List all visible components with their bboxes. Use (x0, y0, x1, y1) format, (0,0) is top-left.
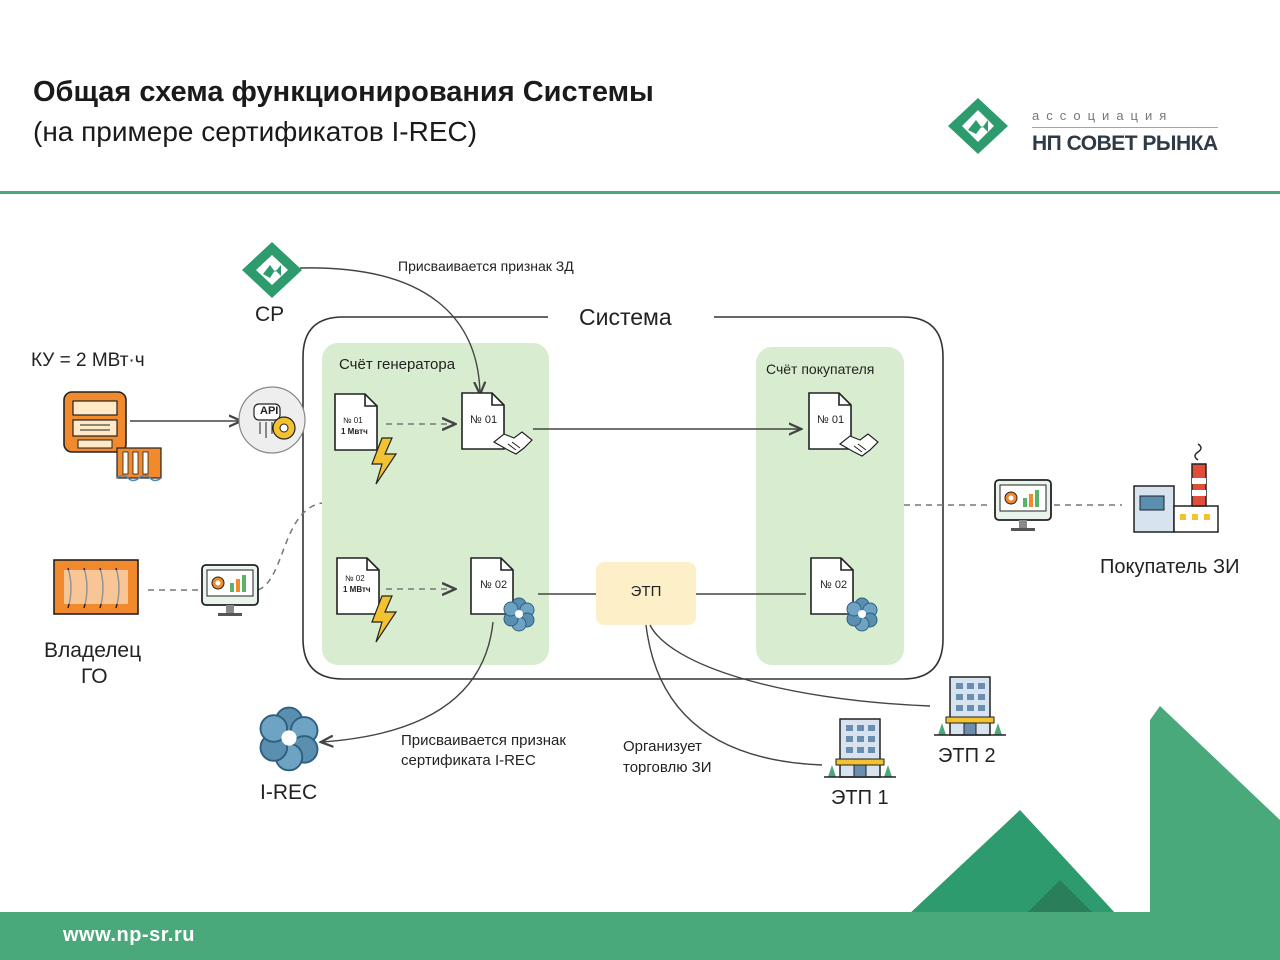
owner-to-system-dashed (257, 502, 323, 591)
assign-cert-line1: Присваивается признак (401, 732, 566, 749)
page-subtitle: (на примере сертификатов I-REC) (33, 116, 478, 147)
gen-source-doc1-value: 1 Мвтч (341, 427, 368, 436)
gen-source-doc2-value: 1 МВтч (343, 585, 371, 594)
api-gear-icon (238, 386, 306, 454)
api-label: API (260, 405, 279, 417)
gen-source-doc1-no: № 01 (343, 416, 363, 425)
gen-cert-doc2-no: № 02 (480, 579, 508, 591)
footer-bar (0, 912, 1280, 960)
organizes-line1: Организует (623, 738, 702, 755)
etp1-building-icon (823, 718, 897, 778)
irec-logo-icon (259, 706, 319, 772)
system-boundary (302, 316, 944, 680)
irec-label: I-REC (260, 781, 318, 804)
hydro-plant-icon (53, 559, 139, 615)
cp-label: СР (255, 303, 285, 326)
assign-cert-line2: сертификата I-REC (401, 752, 536, 769)
doc02-to-irec-arrow (322, 621, 494, 742)
owner-label-line2: ГО (81, 665, 108, 688)
etp2-label: ЭТП 2 (938, 745, 996, 767)
irec-small-icon-2 (846, 597, 878, 632)
page-title: Общая схема функционирования Системы (33, 76, 654, 108)
logo-caption: ассоциация (1032, 108, 1174, 123)
factory-icon (1133, 443, 1219, 533)
owner-monitor-icon (201, 564, 259, 617)
cp-to-doc-arrow (299, 267, 480, 393)
organizes-line2: торговлю ЗИ (623, 759, 712, 776)
logo-name: НП СОВЕТ РЫНКА (1032, 132, 1218, 155)
buyer-label: Покупатель ЗИ (1100, 556, 1240, 578)
etp-to-etp1-line (645, 624, 823, 766)
cp-logo-icon (242, 242, 302, 298)
buyer-doc2-no: № 02 (820, 579, 848, 591)
etp-label: ЭТП (630, 583, 662, 600)
hydro-plant-small-icon (116, 447, 162, 482)
assign-zd-label: Присваивается признак ЗД (398, 258, 574, 274)
buyer-doc1-no: № 01 (817, 414, 845, 426)
np-sovet-rynka-logo (948, 98, 1008, 154)
gen-source-doc2-no: № 02 (345, 574, 365, 583)
meter-icon (63, 391, 127, 453)
buyer-monitor-icon (994, 479, 1052, 532)
footer-url-link[interactable]: www.np-sr.ru (63, 924, 195, 946)
gen-cert-doc1-no: № 01 (470, 414, 498, 426)
ku-label: КУ = 2 МВт·ч (31, 350, 145, 371)
decor-shape-2 (1150, 706, 1280, 960)
irec-small-icon-1 (503, 597, 535, 632)
header-divider (0, 191, 1280, 194)
etp2-building-icon (933, 676, 1007, 736)
owner-label-line1: Владелец (44, 639, 142, 662)
system-label: Система (579, 304, 672, 330)
etp-to-etp2-line (649, 624, 931, 707)
generator-account-label: Счёт генератора (339, 356, 456, 373)
logo-rule (1032, 127, 1218, 128)
etp-box (596, 562, 696, 625)
etp1-label: ЭТП 1 (831, 787, 889, 809)
buyer-account-label: Счёт покупателя (766, 361, 875, 377)
